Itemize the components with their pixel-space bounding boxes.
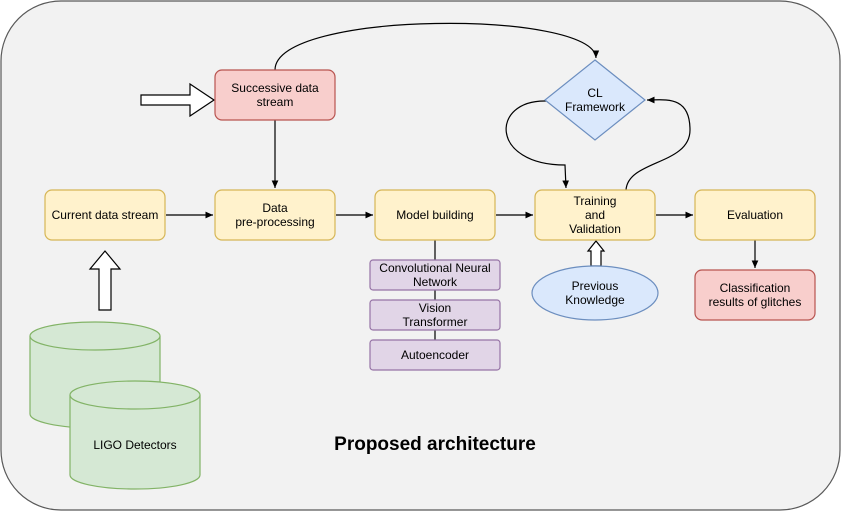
previous-knowledge-ellipse [531,265,659,321]
classification-results-box [694,269,816,321]
model-building-box [374,189,496,241]
database-front-cylinder [69,380,201,490]
cl-framework-diamond [544,59,646,141]
diagram-title: Proposed architecture [334,434,536,455]
autoencoder-box [369,339,501,371]
preprocessing-box [214,189,336,241]
input-arrow-up-icon [88,250,122,311]
vit-box [369,299,501,331]
edge-training-to-cl [625,96,691,191]
input-arrow-right-icon [140,82,216,118]
edge-cl-to-training [505,100,570,189]
knowledge-arrow-up-icon [586,240,606,267]
evaluation-box [694,189,816,241]
current-data-stream-box [44,189,166,241]
successive-data-stream-box [214,69,336,121]
training-validation-box [534,189,656,241]
connectors [166,22,759,340]
cnn-box [369,259,501,291]
edge-successive-to-cl [274,22,600,71]
